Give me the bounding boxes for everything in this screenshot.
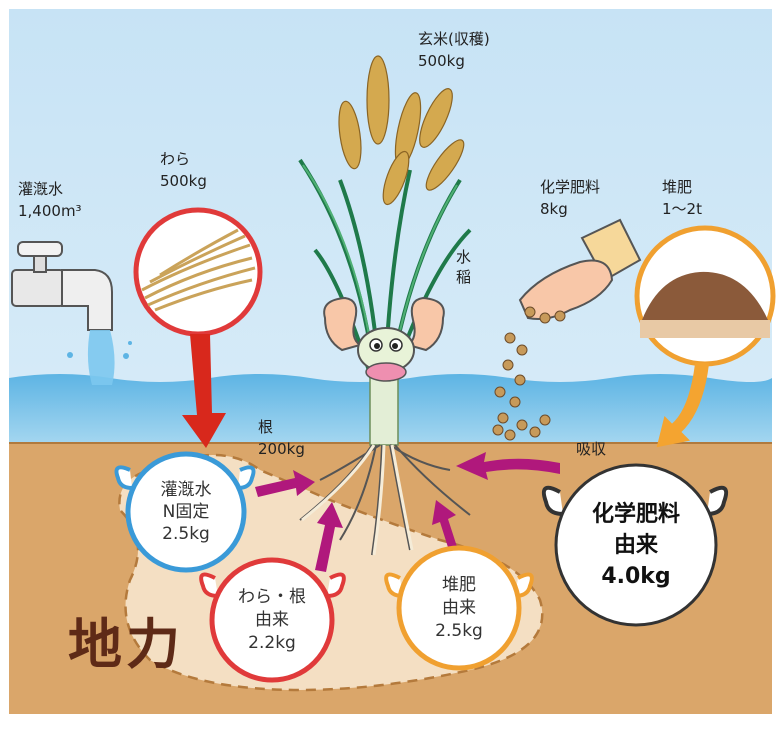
irrigation-nfix-value: 2.5kg (162, 524, 210, 544)
brown-rice-label: 玄米(収穫) (418, 30, 490, 48)
absorption-label: 吸収 (576, 440, 607, 458)
rice-plant-icon (298, 55, 472, 446)
straw-root-value: 2.2kg (248, 632, 296, 653)
straw-root-text: わら・根 由来 2.2kg (222, 576, 322, 664)
compost-source-ring (384, 545, 534, 671)
chemical-source-ring (541, 463, 729, 627)
straw-icon (133, 207, 263, 337)
compost-icon (634, 225, 776, 367)
root-amount: 200kg (258, 440, 305, 458)
root-label: 根 (258, 418, 274, 436)
chemical-origin-text: 化学肥料 由来 4.0kg (566, 495, 706, 595)
faucet-icon (11, 241, 132, 385)
chem-fert-label: 化学肥料 (540, 178, 601, 196)
irrigation-nfix-text: 灌漑水 N固定 2.5kg (138, 470, 234, 554)
irrigation-amount: 1,400m³ (18, 202, 82, 220)
straw-amount: 500kg (160, 172, 207, 190)
straw-label: わら (160, 150, 191, 168)
compost-arrow-icon (656, 363, 710, 448)
chemical-origin-line1: 化学肥料 (591, 501, 680, 527)
straw-source-ring (199, 557, 346, 683)
compost-origin-line2: 由来 (442, 597, 476, 618)
compost-origin-text: 堆肥 由来 2.5kg (409, 564, 509, 652)
straw-root-line1: わら・根 (238, 586, 306, 607)
compost-origin-value: 2.5kg (435, 620, 483, 641)
irrigation-source-ring (114, 451, 256, 573)
chemical-origin-value: 4.0kg (601, 563, 671, 589)
compost-origin-line1: 堆肥 (442, 574, 476, 595)
chemical-origin-line2: 由来 (613, 532, 658, 558)
straw-arrow-icon (182, 334, 226, 448)
chem-fert-amount: 8kg (540, 200, 568, 218)
irrigation-label: 灌漑水 (18, 180, 64, 198)
irrigation-nfix-line2: N固定 (162, 502, 210, 522)
absorption-arrows-icon (255, 452, 560, 572)
rice-plant-label-2: 稲 (456, 268, 472, 286)
fertilizer-hand-icon (492, 218, 642, 441)
straw-root-line2: 由来 (255, 609, 289, 630)
compost-label: 堆肥 (662, 178, 693, 196)
rice-plant-label-1: 水 (456, 248, 472, 266)
compost-amount: 1〜2t (662, 200, 702, 218)
brown-rice-amount: 500kg (418, 52, 465, 70)
soil-fertility-title: 地力 (68, 613, 184, 676)
irrigation-nfix-line1: 灌漑水 (160, 480, 212, 500)
